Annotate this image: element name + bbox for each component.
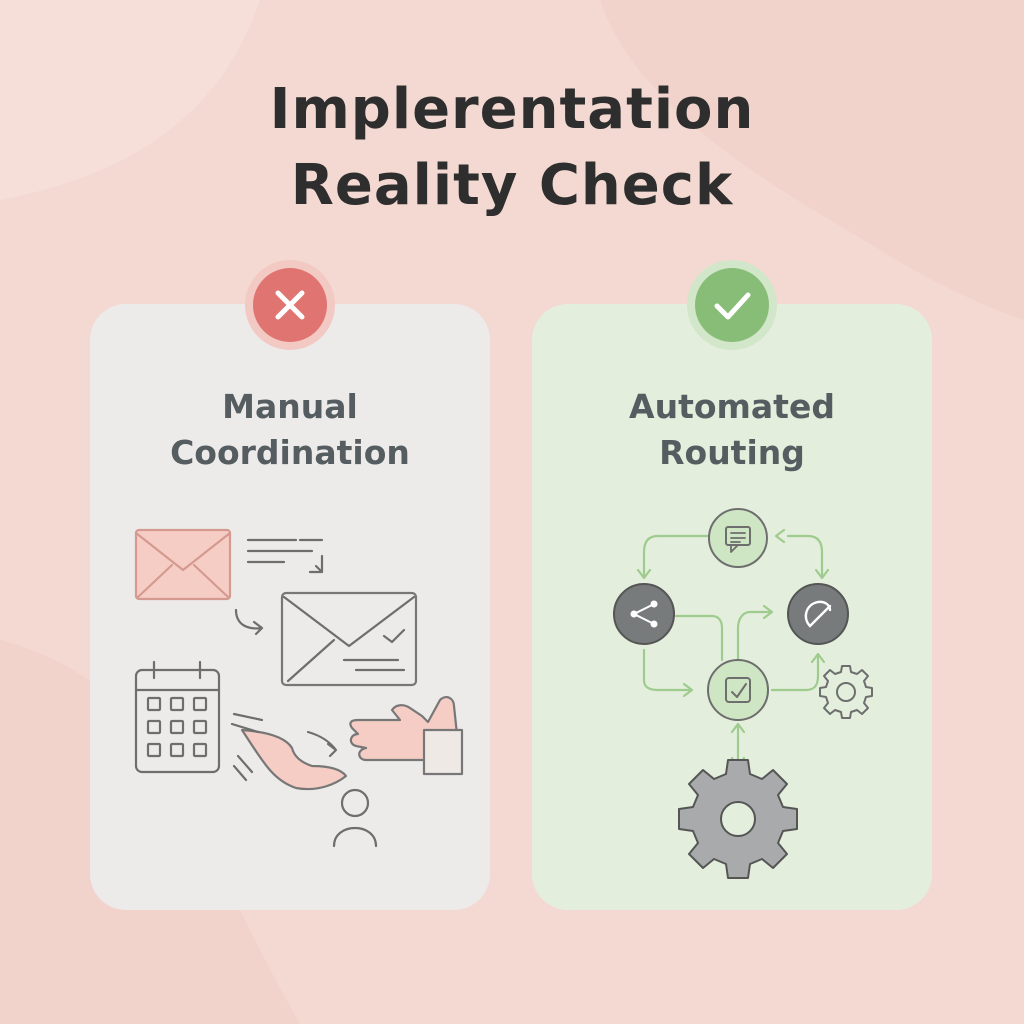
page-title: Implerentation Reality Check	[0, 72, 1024, 224]
share-node-icon	[613, 583, 675, 645]
check-node-icon	[707, 659, 769, 721]
envelope-check-icon	[280, 591, 418, 687]
arrow-icon	[234, 608, 264, 636]
automated-routing-title: Automated Routing	[532, 384, 932, 476]
cross-icon	[275, 290, 305, 320]
pointing-hand-icon	[349, 696, 464, 776]
automated-title-line2: Routing	[659, 433, 805, 472]
manual-coordination-card	[90, 304, 490, 910]
link-node-icon	[787, 583, 849, 645]
check-icon	[714, 292, 751, 320]
flow-arrows	[636, 528, 830, 768]
manual-title-line1: Manual	[222, 387, 358, 426]
manual-title-line2: Coordination	[170, 433, 410, 472]
automated-title-line1: Automated	[629, 387, 835, 426]
page-title-line1: Implerentation	[269, 77, 755, 142]
person-icon	[332, 788, 378, 848]
fail-badge	[245, 260, 335, 350]
message-lines-icon	[246, 538, 324, 574]
envelope-icon	[134, 528, 232, 601]
gear-icon	[678, 759, 798, 879]
calendar-icon	[134, 660, 221, 774]
chat-node-icon	[708, 508, 768, 568]
small-gear-icon	[819, 665, 873, 719]
success-badge	[687, 260, 777, 350]
reaching-hand-icon	[230, 712, 348, 791]
manual-coordination-title: Manual Coordination	[90, 384, 490, 476]
page-title-line2: Reality Check	[290, 153, 734, 218]
